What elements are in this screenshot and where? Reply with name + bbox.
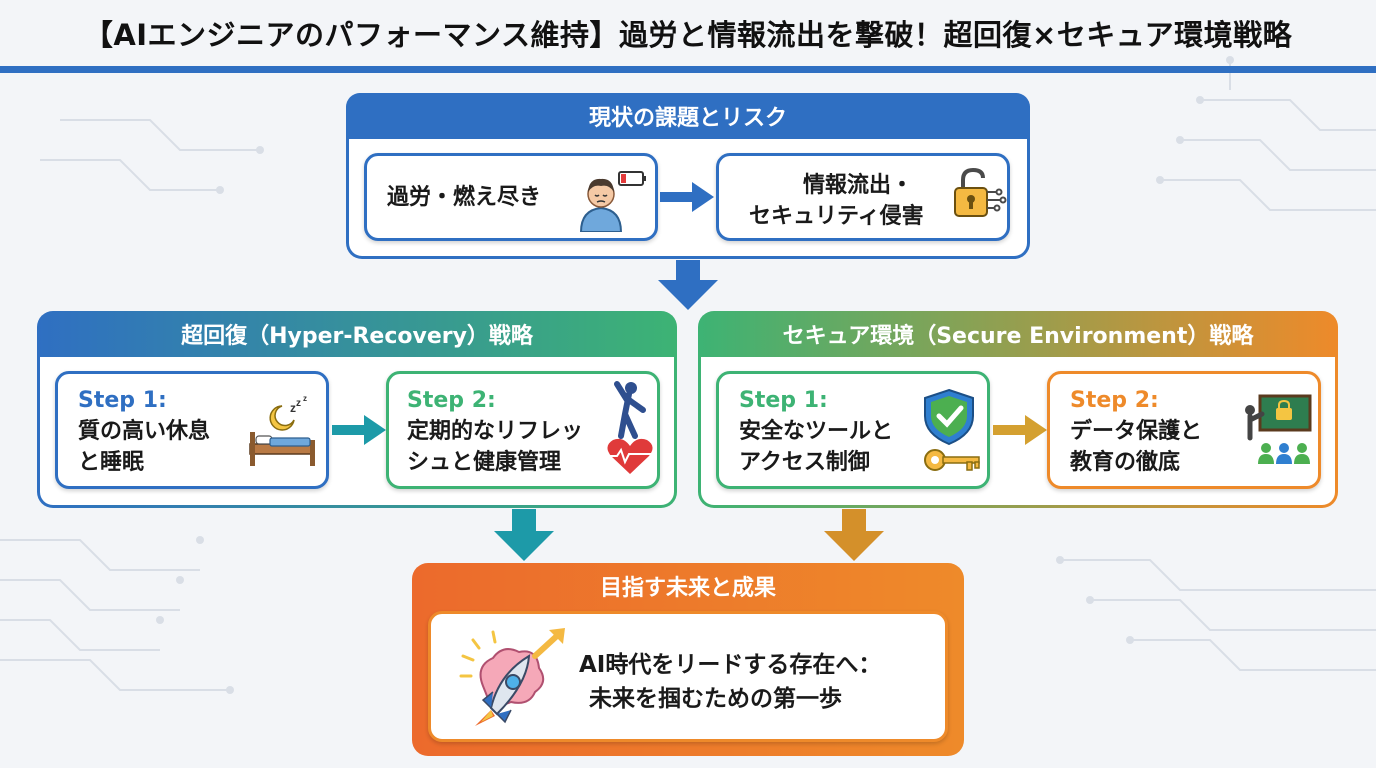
sleep-step-line2: と睡眠 (78, 450, 145, 475)
future-results-card: AI時代をリードする存在へ： 未来を掴むための第一歩 (428, 611, 948, 742)
data-protection-step-text: Step 2: データ保護と 教育の徹底 (1070, 385, 1202, 478)
secure-tools-step-card: Step 1: 安全なツールと アクセス制御 (716, 371, 990, 489)
current-issues-heading: 現状の課題とリスク (346, 93, 1030, 139)
refresh-health-step-line2: シュと健康管理 (407, 450, 562, 475)
secure-environment-heading: セキュア環境（Secure Environment）戦略 (782, 324, 1254, 349)
secure-tools-step-text: Step 1: 安全なツールと アクセス制御 (739, 385, 893, 478)
data-protection-step-line1: データ保護と (1070, 419, 1203, 444)
svg-text:z: z (290, 401, 296, 415)
future-results-line2: 未来を掴むための第一歩 (589, 686, 842, 712)
data-protection-step-label: Step 2: (1070, 388, 1159, 413)
down-arrow-to-strategies (658, 260, 718, 310)
bed-moon-zzz-icon: z z z (249, 394, 315, 466)
hyper-recovery-heading: 超回復（Hyper-Recovery）戦略 (181, 324, 533, 349)
refresh-health-step-line1: 定期的なリフレッ (407, 419, 584, 444)
security-breach-line1: 情報流出・ (803, 173, 914, 198)
recovery-down-arrow (494, 509, 554, 561)
teacher-board-lock-icon (1245, 394, 1312, 464)
stretching-person-heart-icon (605, 381, 655, 474)
sleep-step-line1: 質の高い休息 (78, 419, 211, 444)
future-results-heading: 目指す未来と成果 (599, 576, 776, 601)
refresh-health-step-text: Step 2: 定期的なリフレッ シュと健康管理 (407, 385, 583, 478)
svg-text:z: z (303, 394, 307, 403)
issues-connector-arrow (660, 182, 714, 212)
tired-person-low-battery-icon (579, 171, 646, 232)
sleep-step-card: Step 1: 質の高い休息 と睡眠 z z z (55, 371, 329, 489)
secure-tools-step-label: Step 1: (739, 388, 828, 413)
shield-check-key-icon (924, 388, 980, 471)
future-results-text: AI時代をリードする存在へ： 未来を掴むための第一歩 (579, 648, 881, 716)
recovery-step-arrow (332, 415, 386, 445)
svg-text:z: z (296, 398, 301, 409)
title-underline (0, 66, 1376, 73)
refresh-health-step-card: Step 2: 定期的なリフレッ シュと健康管理 (386, 371, 660, 489)
secure-tools-step-line1: 安全なツールと (739, 419, 894, 444)
security-breach-card: 情報流出・ セキュリティ侵害 (716, 153, 1010, 241)
broken-lock-circuit-icon (954, 167, 1007, 217)
page-title: 【AIエンジニアのパフォーマンス維持】過労と情報流出を撃破！超回復×セキュア環境… (83, 18, 1293, 52)
rocket-brain-arrow-icon (459, 628, 565, 726)
secure-step-arrow (993, 415, 1047, 445)
security-breach-line2: セキュリティ侵害 (749, 204, 924, 229)
burnout-text: 過労・燃え尽き (387, 185, 542, 210)
burnout-card: 過労・燃え尽き (364, 153, 658, 241)
secure-down-arrow (824, 509, 884, 561)
data-protection-step-line2: 教育の徹底 (1070, 450, 1181, 475)
data-protection-step-card: Step 2: データ保護と 教育の徹底 (1047, 371, 1321, 489)
refresh-health-step-label: Step 2: (407, 388, 496, 413)
sleep-step-label: Step 1: (78, 388, 167, 413)
secure-tools-step-line2: アクセス制御 (739, 450, 870, 475)
future-results-line1: AI時代をリードする存在へ： (579, 652, 882, 678)
sleep-step-text: Step 1: 質の高い休息 と睡眠 (78, 385, 210, 478)
